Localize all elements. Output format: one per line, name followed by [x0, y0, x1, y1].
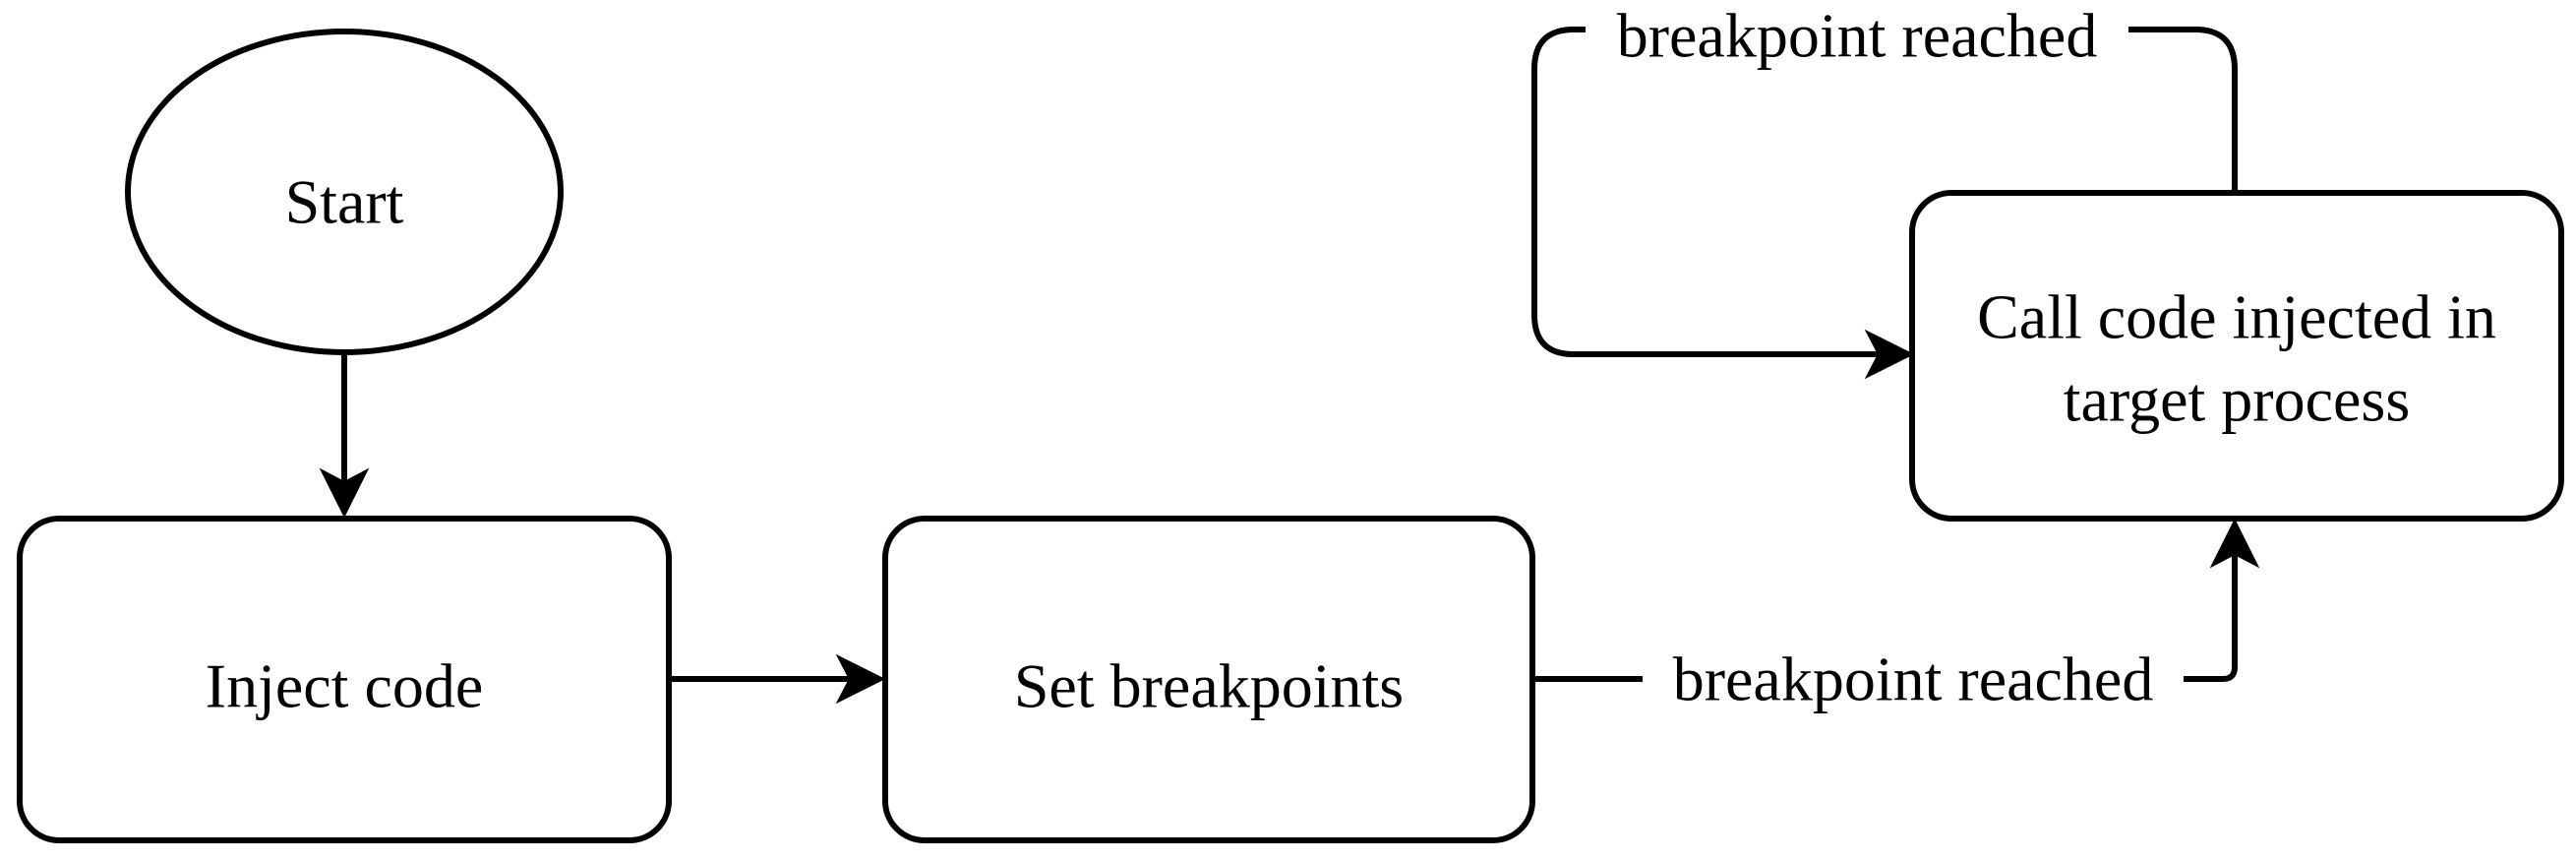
- arrowhead: [2209, 518, 2260, 569]
- arrowhead: [319, 467, 370, 519]
- node-start: Start: [125, 29, 564, 355]
- node-inject-code: Inject code: [17, 516, 672, 843]
- edge-call-loop: breakpoint reached: [1531, 0, 2238, 380]
- node-call-code-label-line1: Call code injected in: [1977, 282, 2496, 352]
- arrowhead: [1864, 329, 1915, 380]
- edge-breakpoints-to-call: breakpoint reached: [1532, 518, 2260, 716]
- node-set-breakpoints: Set breakpoints: [882, 516, 1535, 843]
- node-call-code-label-line2: target process: [2064, 365, 2410, 435]
- arrowhead: [835, 653, 886, 705]
- edge-start-to-inject: [319, 352, 370, 519]
- edge-inject-to-breakpoints: [669, 653, 886, 705]
- node-call-code: Call code injected in target process: [1909, 190, 2564, 522]
- node-set-breakpoints-label: Set breakpoints: [1014, 651, 1404, 721]
- edge-label-breakpoint-reached: breakpoint reached: [1617, 1, 2098, 71]
- edge-label-breakpoint-reached: breakpoint reached: [1673, 645, 2154, 714]
- node-inject-code-label: Inject code: [206, 651, 484, 721]
- node-start-label: Start: [285, 167, 404, 237]
